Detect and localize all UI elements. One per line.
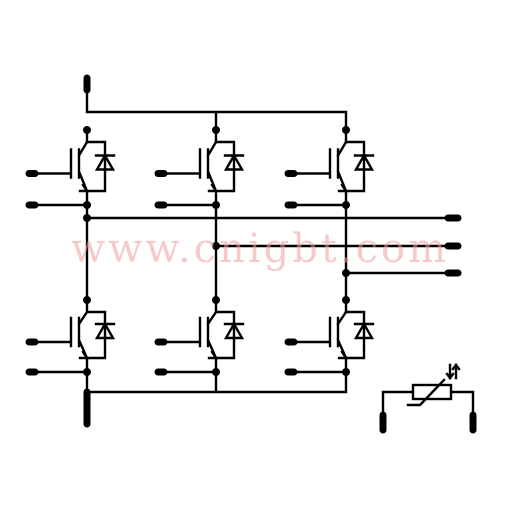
diode-icon xyxy=(353,153,375,171)
igbt-switch-low-1 xyxy=(25,296,116,376)
diode-icon xyxy=(223,153,245,171)
phase-outputs xyxy=(83,214,462,277)
diode-icon xyxy=(223,321,245,340)
ntc-thermistor-icon xyxy=(379,363,477,434)
diode-icon xyxy=(94,321,116,340)
igbt-switch-high-2 xyxy=(154,126,245,209)
igbt-switch-high-1 xyxy=(25,126,116,209)
diode-icon xyxy=(353,321,375,340)
dc-positive-bus xyxy=(83,74,348,132)
dc-negative-bus xyxy=(83,370,348,428)
igbt-switch-high-3 xyxy=(284,126,375,209)
switch-array xyxy=(25,126,375,376)
diode-icon xyxy=(94,153,116,171)
igbt-switch-low-2 xyxy=(154,296,245,376)
igbt-switch-low-3 xyxy=(284,296,375,376)
